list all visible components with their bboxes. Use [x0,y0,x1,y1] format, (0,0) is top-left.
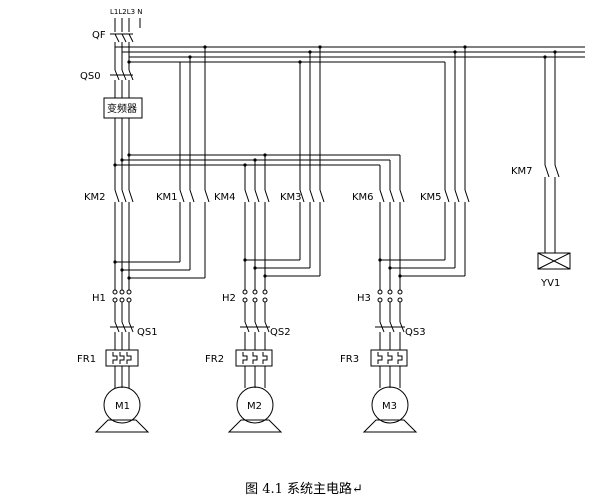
fr2-label: FR2 [205,354,224,365]
right-bus-lines [115,45,585,59]
main-circuit-diagram: L1L2L3 N QF QS0 [77,8,585,433]
km3-label: KM3 [280,192,302,203]
motor-m2 [227,386,283,433]
m2-label: M2 [247,401,262,412]
contactor-km5 [378,189,470,278]
qs0-label: QS0 [80,71,101,82]
km7-branch [544,50,560,253]
qs-switch-symbols [110,302,405,350]
km6-label: KM6 [352,192,374,203]
h1-label: H1 [92,293,106,304]
motor-m3 [362,386,418,433]
fr-relay-symbols [105,349,408,388]
qf-label: QF [92,30,106,41]
grid-feeder-lines [127,47,466,190]
km2-label: KM2 [84,192,106,203]
incoming-lines [114,18,141,32]
inverter-box [103,97,143,119]
qs2-label: QS2 [270,327,291,338]
inverter-label: 变频器 [107,102,137,115]
h3-label: H3 [357,293,371,304]
phase-labels: L1L2L3 N [110,8,143,16]
km1-label: KM1 [156,192,178,203]
qs0-switch-symbol [110,69,134,98]
fr3-label: FR3 [340,354,359,365]
contactor-km1 [113,189,210,280]
inverter-output-lines [113,118,401,190]
km4-label: KM4 [214,192,236,203]
qs3-label: QS3 [405,327,426,338]
contactor-km6 [379,189,405,290]
fr1-label: FR1 [77,354,96,365]
h2-label: H2 [222,293,236,304]
m3-label: M3 [382,401,397,412]
yv1-label: YV1 [540,278,560,289]
motor-m1 [94,386,150,433]
qs1-label: QS1 [137,327,158,338]
km7-label: KM7 [511,166,533,177]
contactor-km3 [243,189,325,278]
yv1-valve-symbol [537,252,571,270]
contactor-km2 [114,189,134,290]
figure-caption: 图 4.1 系统主电路↵ [245,482,363,497]
m1-label: M1 [115,401,130,412]
km5-label: KM5 [420,192,442,203]
